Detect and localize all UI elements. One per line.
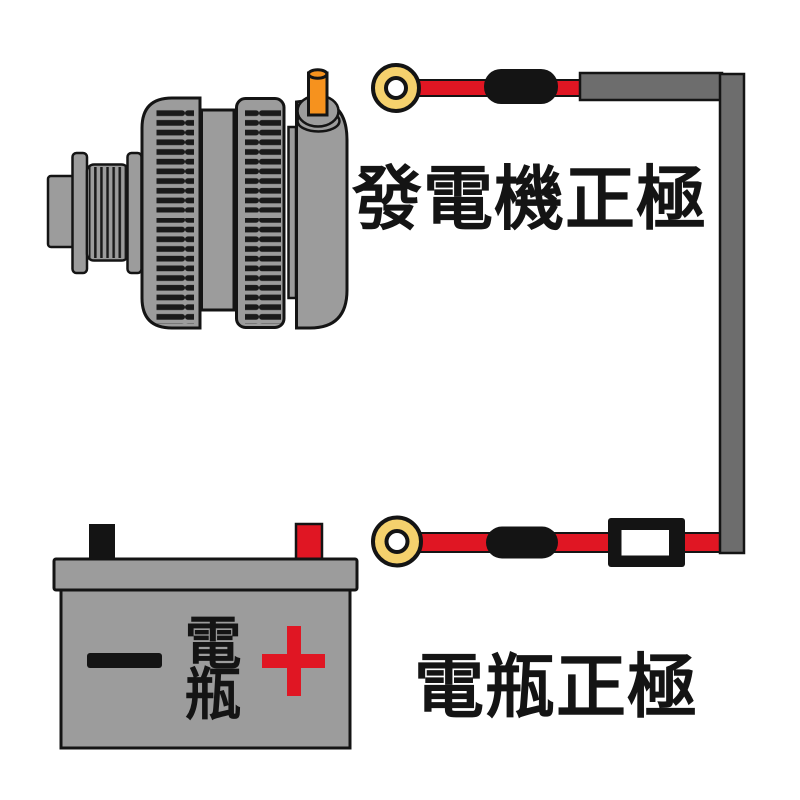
fuse-holder: [608, 518, 685, 567]
front-vent-grille-upper: [156, 108, 194, 213]
rear-vent-grille-lower: [245, 218, 281, 324]
minus-symbol: [87, 653, 162, 668]
top-ring-terminal-hole: [384, 76, 408, 100]
alternator: [46, 68, 349, 330]
alternator-shaft-nut: [46, 174, 76, 249]
alternator-terminal-label: 發電機正極: [351, 158, 707, 240]
battery-positive-post: [294, 522, 324, 564]
center-band: [200, 108, 236, 312]
separator-plate: [287, 125, 298, 300]
rear-end-cap: [295, 98, 349, 330]
pulley-groove-ribs: [89, 167, 127, 258]
plus-symbol-vertical: [287, 626, 301, 696]
battery-lid: [52, 557, 359, 592]
battery-positive-cable: [371, 515, 723, 568]
top-heat-shrink-sleeve: [484, 69, 558, 104]
pulley-flange-rear: [126, 151, 143, 275]
b-plus-stud-top: [307, 68, 329, 80]
bottom-heat-shrink-sleeve: [486, 526, 558, 559]
battery-negative-post: [89, 524, 115, 562]
battery: 電 瓶: [52, 522, 359, 750]
bottom-ring-terminal-hole: [384, 529, 410, 554]
wire-loom-vertical: [718, 72, 746, 555]
front-vent-grille-lower: [156, 218, 194, 324]
battery-name-line2: 瓶: [185, 662, 242, 728]
fuse-holder-window: [621, 530, 669, 556]
plus-symbol: [262, 626, 325, 696]
alternator-positive-cable: [371, 63, 724, 113]
wire-loom-horizontal: [578, 71, 724, 102]
battery-body: [59, 588, 352, 750]
battery-terminal-label: 電瓶正極: [414, 646, 698, 728]
battery-name-line1: 電: [185, 611, 242, 677]
pulley-flange-front: [71, 151, 89, 275]
rear-vent-grille-upper: [245, 108, 281, 213]
